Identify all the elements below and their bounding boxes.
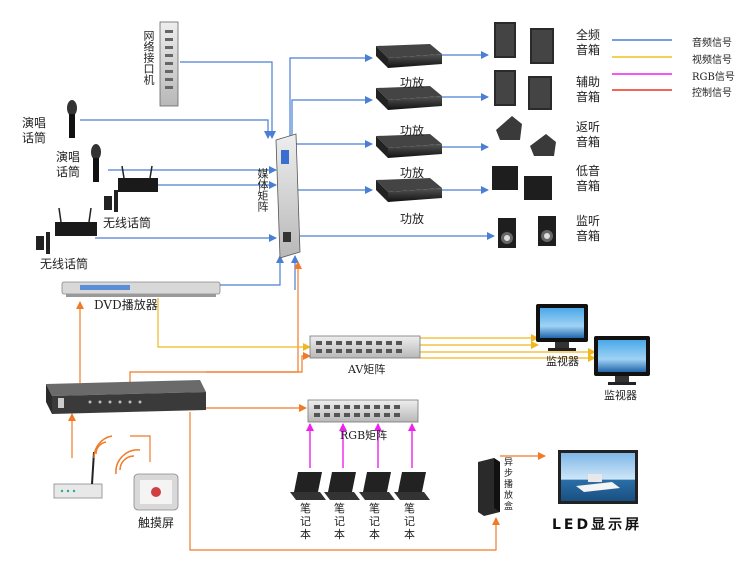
amplifier-4	[376, 178, 442, 202]
async-player-box-graphic	[478, 458, 500, 516]
laptop-4-char-1: 笔	[404, 502, 415, 515]
async-player-char-2: 步	[504, 469, 514, 479]
sub-speakers	[492, 166, 552, 200]
async-player-char-1: 异	[504, 458, 514, 468]
amplifier-1-label: 功放	[400, 76, 425, 90]
laptop-4-char-3: 本	[404, 528, 415, 541]
dvd-player-graphic	[61, 281, 221, 297]
amplifier-3	[376, 134, 442, 158]
return-speakers	[496, 116, 556, 156]
audio-lines	[80, 51, 495, 290]
mic-1-label-line2: 话筒	[22, 131, 47, 145]
media-matrix-unit	[275, 133, 301, 259]
return-label-line1: 返听	[576, 120, 601, 134]
laptop-1	[290, 472, 326, 500]
monitor-2-graphic	[594, 336, 650, 385]
media-matrix-label: 媒体矩阵	[256, 168, 269, 212]
return-label-line2: 音箱	[576, 135, 601, 149]
async-player-char-5: 盒	[504, 502, 514, 512]
laptop-2-char-2: 记	[334, 515, 345, 528]
aux-label-line1: 辅助	[576, 75, 601, 89]
amplifier-1	[376, 44, 442, 68]
mic-1-label-line1: 演唱	[22, 116, 47, 130]
aux-speaker-label: 辅助 音箱	[576, 75, 600, 105]
laptop-1-label: 笔 记 本	[300, 502, 311, 541]
legend	[612, 39, 672, 91]
legend-control-label: 控制信号	[692, 88, 732, 99]
async-player-label: 异 步 播 放 盒	[504, 458, 513, 513]
amplifier-2-label: 功放	[400, 124, 425, 138]
laptop-4	[394, 472, 430, 500]
rgb-lines	[306, 423, 416, 468]
laptop-3-char-3: 本	[369, 528, 380, 541]
control-lines	[68, 261, 546, 551]
async-player-char-4: 放	[504, 491, 514, 501]
laptop-1-char-1: 笔	[300, 502, 311, 515]
mic-2-label-line1: 演唱	[56, 150, 81, 164]
mic-2-graphic	[91, 144, 101, 182]
laptop-1-char-3: 本	[300, 528, 311, 541]
full-range-label-line1: 全频	[576, 28, 601, 42]
async-player-char-3: 播	[504, 480, 514, 490]
touch-signal-icon	[115, 449, 141, 475]
monitor-1-label: 监视器	[546, 355, 579, 368]
laptop-3-char-2: 记	[369, 515, 380, 528]
av-matrix-unit	[309, 335, 421, 359]
monitor-speaker-label-line2: 音箱	[576, 229, 601, 243]
laptop-3	[359, 472, 395, 500]
network-interface-unit	[159, 21, 179, 107]
central-control-host	[46, 380, 206, 414]
wireless-mic-1-graphic	[104, 165, 158, 212]
wireless-mic-2-label: 无线话筒	[40, 257, 89, 271]
return-speaker-label: 返听 音箱	[576, 120, 600, 150]
legend-video-label: 视频信号	[692, 55, 732, 66]
rgb-matrix-label: RGB矩阵	[340, 429, 388, 442]
laptop-2-label: 笔 记 本	[334, 502, 345, 541]
full-range-speaker-label: 全频 音箱	[576, 28, 600, 58]
amplifier-2	[376, 86, 442, 110]
wireless-mic-1-label: 无线话筒	[103, 216, 152, 230]
sub-label-line1: 低音	[576, 164, 601, 178]
full-range-speakers	[494, 22, 554, 64]
aux-label-line2: 音箱	[576, 90, 601, 104]
wifi-signal-icon	[93, 435, 113, 459]
aux-speakers	[494, 70, 552, 110]
full-range-label-line2: 音箱	[576, 43, 601, 57]
amplifier-3-label: 功放	[400, 166, 425, 180]
dvd-player-label: DVD播放器	[94, 298, 158, 312]
sub-speaker-label: 低音 音箱	[576, 164, 600, 194]
amplifier-4-label: 功放	[400, 212, 425, 226]
wireless-router	[53, 451, 103, 499]
monitor-speaker-label: 监听 音箱	[576, 214, 600, 244]
legend-rgb-label: RGB信号	[692, 72, 735, 83]
led-screen-graphic	[558, 450, 638, 504]
network-interface-label: 网络接口机	[142, 30, 155, 85]
laptop-2-char-3: 本	[334, 528, 345, 541]
rgb-matrix-unit	[307, 399, 419, 423]
legend-audio-label: 音频信号	[692, 38, 732, 49]
mic-1-graphic	[67, 100, 77, 138]
wireless-mic-2-graphic	[36, 207, 97, 254]
laptop-3-char-1: 笔	[369, 502, 380, 515]
laptop-3-label: 笔 记 本	[369, 502, 380, 541]
laptop-2	[324, 472, 360, 500]
monitor-speakers	[498, 216, 556, 248]
led-screen-label: LED显示屏	[552, 517, 643, 533]
mic-2-label-line2: 话筒	[56, 165, 81, 179]
laptop-4-char-2: 记	[404, 515, 415, 528]
mic-1-label: 演唱 话筒	[22, 116, 46, 146]
laptop-4-label: 笔 记 本	[404, 502, 415, 541]
mic-2-label: 演唱 话筒	[56, 150, 80, 180]
touchscreen-graphic	[133, 473, 179, 511]
monitor-speaker-label-line1: 监听	[576, 214, 601, 228]
av-matrix-label: AV矩阵	[348, 363, 386, 376]
monitor-1-graphic	[536, 304, 588, 351]
video-lines	[157, 298, 596, 362]
monitor-2-label: 监视器	[604, 389, 637, 402]
sub-label-line2: 音箱	[576, 179, 601, 193]
laptop-1-char-2: 记	[300, 515, 311, 528]
laptop-2-char-1: 笔	[334, 502, 345, 515]
touchscreen-label: 触摸屏	[138, 516, 175, 530]
